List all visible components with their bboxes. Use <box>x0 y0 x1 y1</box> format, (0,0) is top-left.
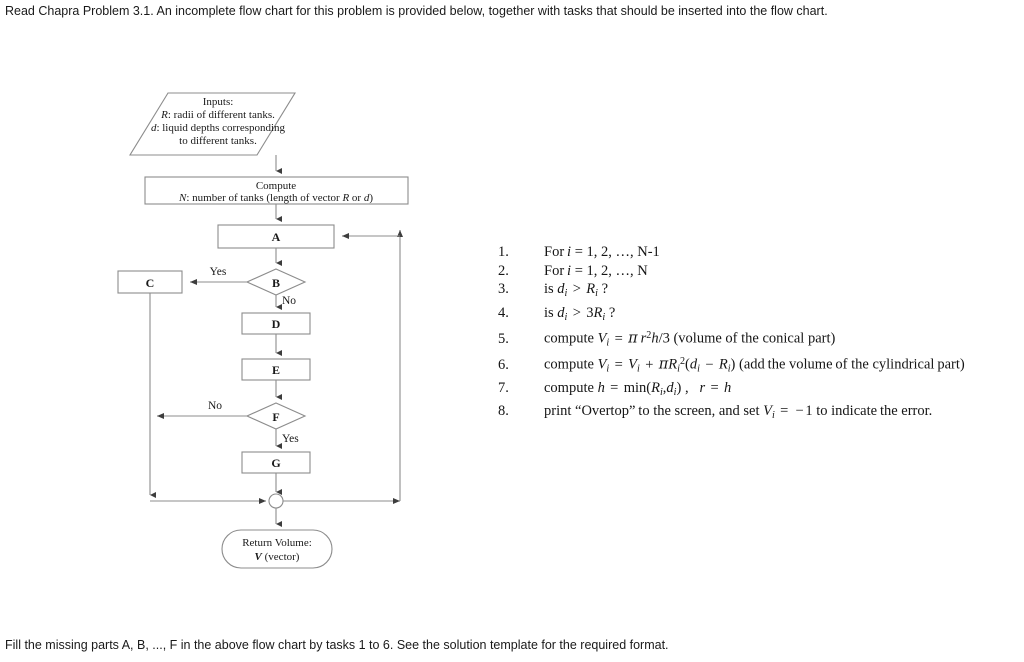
bottom-instruction-text: Fill the missing parts A, B, ..., F in t… <box>5 638 669 652</box>
input-parallelogram-shape <box>129 92 296 156</box>
node-d-label: D <box>272 317 281 331</box>
node-f-label: F <box>272 410 279 424</box>
task-list: 1. For i = 1, 2, …, N-1 2. For i = 1, 2,… <box>498 243 1018 426</box>
branch-label-f-yes: Yes <box>282 433 299 445</box>
task-text: print “Overtop” to the screen, and set V… <box>544 403 933 422</box>
node-a-label: A <box>272 230 281 244</box>
task-number: 3. <box>498 281 509 298</box>
task-text: is di > 3Ri ? <box>544 304 616 323</box>
task-number: 7. <box>498 380 509 396</box>
task-item: 1. For i = 1, 2, …, N-1 <box>498 243 1018 262</box>
task-text: For i = 1, 2, …, N-1 <box>544 244 660 260</box>
junction-circle-shape <box>268 493 284 509</box>
task-number: 4. <box>498 304 509 321</box>
branch-label-f-no: No <box>208 400 222 412</box>
terminal-shape <box>221 529 333 569</box>
node-e-label: E <box>272 363 280 377</box>
input-line1: Inputs: <box>203 96 234 108</box>
task-text: is di > Ri ? <box>544 281 609 300</box>
input-line3: d: liquid depths corresponding <box>151 122 286 134</box>
input-line2: R: radii of different tanks. <box>160 109 275 121</box>
task-item: 4. is di > 3Ri ? <box>498 304 1018 327</box>
node-c-label: C <box>146 276 155 290</box>
task-number: 1. <box>498 244 509 260</box>
node-b-label: B <box>272 276 280 290</box>
task-item: 5. compute Vi = π r2h/3 (volume of the c… <box>498 327 1018 353</box>
branch-label-b-no: No <box>282 295 296 307</box>
compute-line2: N: number of tanks (length of vector R o… <box>178 192 373 204</box>
input-line4: to different tanks. <box>179 135 257 147</box>
branch-label-b-yes: Yes <box>210 266 227 278</box>
task-item: 8. print “Overtop” to the screen, and se… <box>498 402 1018 425</box>
terminal-line2: V (vector) <box>255 551 300 563</box>
task-number: 8. <box>498 403 509 420</box>
compute-box-shape <box>144 176 409 205</box>
task-text: compute h = min(Ri,di) , r = h <box>544 380 732 398</box>
task-number: 5. <box>498 330 509 347</box>
task-item: 7. compute h = min(Ri,di) , r = h <box>498 379 1018 402</box>
node-g-label: G <box>271 456 280 470</box>
task-text: compute Vi = π r2h/3 (volume of the coni… <box>544 330 836 349</box>
flowchart-diagram: Inputs: R: radii of different tanks. d: … <box>0 70 470 590</box>
terminal-line1: Return Volume: <box>242 537 312 549</box>
task-number: 2. <box>498 262 509 279</box>
task-text: compute Vi = Vi + πRi2(di − Ri) (add the… <box>544 356 965 375</box>
task-item: 3. is di > Ri ? <box>498 280 1018 303</box>
top-instruction-text: Read Chapra Problem 3.1. An incomplete f… <box>5 4 828 18</box>
task-item: 2. For i = 1, 2, …, N <box>498 262 1018 281</box>
compute-line1: Compute <box>256 180 296 192</box>
task-item: 6. compute Vi = Vi + πRi2(di − Ri) (add … <box>498 353 1018 379</box>
task-number: 6. <box>498 356 509 373</box>
task-text: For i = 1, 2, …, N <box>544 262 648 279</box>
